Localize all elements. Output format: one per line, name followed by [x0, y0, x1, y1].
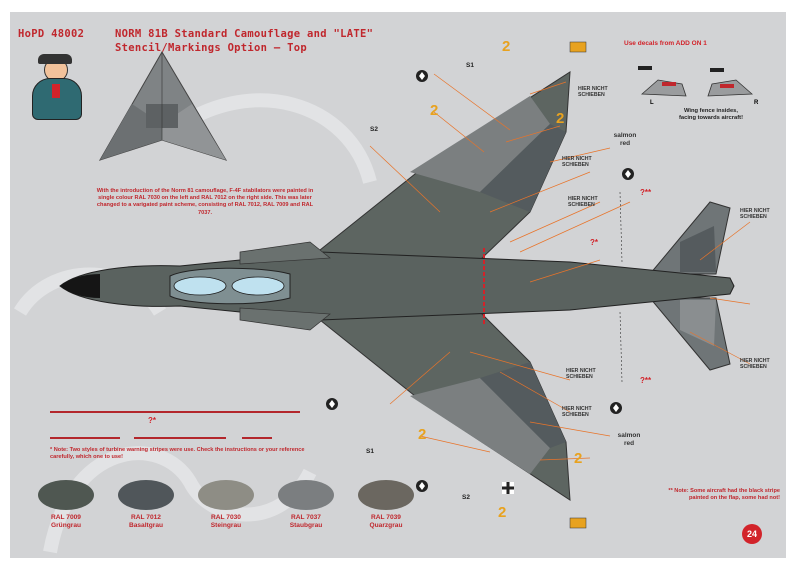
artwork-layer	[14, 41, 754, 554]
swatch-name: Grüngrau	[50, 522, 82, 529]
label-salmon-red-top: salmon red	[613, 132, 637, 147]
label-s2-top: S2	[370, 126, 378, 133]
stencil-callout-4: HIER NICHT SCHIEBEN	[740, 208, 770, 220]
turbine-stripe-lines	[50, 411, 300, 439]
swatch-ral-7009	[38, 480, 94, 510]
f4f-top-view	[59, 41, 735, 529]
flap-stripe-marker-top: ?**	[640, 188, 652, 197]
flap-stripe-marker-bottom: ?**	[640, 376, 652, 385]
ejection-seat-markers	[326, 70, 634, 492]
wing-fence-diagram	[638, 66, 754, 97]
swatch-code: RAL 7039	[371, 514, 401, 521]
label-salmon-red-bottom: salmon red	[617, 432, 641, 447]
stencil-callout-3: HIER NICHT SCHIEBEN	[568, 196, 598, 208]
kit-code: HoPD 48002	[18, 28, 85, 40]
swatch-label-7009: RAL 7009 Grüngrau	[26, 514, 106, 530]
decal-number-2-b: 2	[430, 102, 439, 119]
instruction-sheet: HoPD 48002 NORM 81B Standard Camouflage …	[10, 12, 786, 558]
swatch-label-7012: RAL 7012 Basaltgrau	[106, 514, 186, 530]
stencil-callout-6: HIER NICHT SCHIEBEN	[566, 368, 596, 380]
stencil-callout-7: HIER NICHT SCHIEBEN	[562, 406, 592, 418]
turbine-stripe-marker: ?*	[148, 416, 156, 425]
swatch-code: RAL 7030	[211, 514, 241, 521]
label-s1-bottom: S1	[366, 448, 374, 455]
swatch-code: RAL 7009	[51, 514, 81, 521]
swatch-code: RAL 7012	[131, 514, 161, 521]
swatch-label-7037: RAL 7037 Staubgrau	[266, 514, 346, 530]
stencil-callout-2: HIER NICHT SCHIEBEN	[562, 156, 592, 168]
swatch-label-7039: RAL 7039 Quarzgrau	[346, 514, 426, 530]
stabilator-drawing	[98, 51, 228, 161]
stencil-callout-5: HIER NICHT SCHIEBEN	[740, 358, 770, 370]
mascot-logo	[32, 54, 82, 120]
swatch-ral-7037	[278, 480, 334, 510]
swatch-ral-7039	[358, 480, 414, 510]
decal-number-2-d: 2	[418, 426, 427, 443]
leader-lines	[369, 73, 751, 461]
addon-right-label: R	[754, 100, 759, 106]
swatch-name: Steingrau	[210, 522, 242, 529]
label-s2-bottom: S2	[462, 494, 470, 501]
center-stripe-marker: ?*	[590, 238, 598, 247]
swatch-ral-7012	[118, 480, 174, 510]
swatch-name: Basaltgrau	[128, 522, 164, 529]
swatch-label-7030: RAL 7030 Steingrau	[186, 514, 266, 530]
swatch-name: Quarzgrau	[369, 522, 403, 529]
decal-number-2-c: 2	[556, 110, 565, 127]
turbine-note: * Note: Two styles of turbine warning st…	[50, 447, 305, 460]
page-number: 24	[742, 524, 762, 544]
addon-caption: Wing fence insides, facing towards aircr…	[678, 108, 744, 121]
decal-number-2-a: 2	[502, 38, 511, 55]
label-s1-top: S1	[466, 62, 474, 69]
addon-left-label: L	[650, 100, 654, 106]
stencil-callout-1: HIER NICHT SCHIEBEN	[578, 86, 608, 98]
flap-note: ** Note: Some aircraft had the black str…	[668, 488, 780, 501]
swatch-name: Staubgrau	[289, 522, 323, 529]
intro-text: With the introduction of the Norm 81 cam…	[96, 188, 314, 216]
decal-number-2-f: 2	[498, 504, 507, 521]
page-title-line1: NORM 81B Standard Camouflage and "LATE"	[115, 28, 374, 40]
swatch-ral-7030	[198, 480, 254, 510]
page-title-line2: Stencil/Markings Option – Top	[115, 42, 308, 54]
decal-number-2-e: 2	[574, 450, 583, 467]
addon-title: Use decals from ADD ON 1	[624, 40, 707, 47]
swatch-code: RAL 7037	[291, 514, 321, 521]
